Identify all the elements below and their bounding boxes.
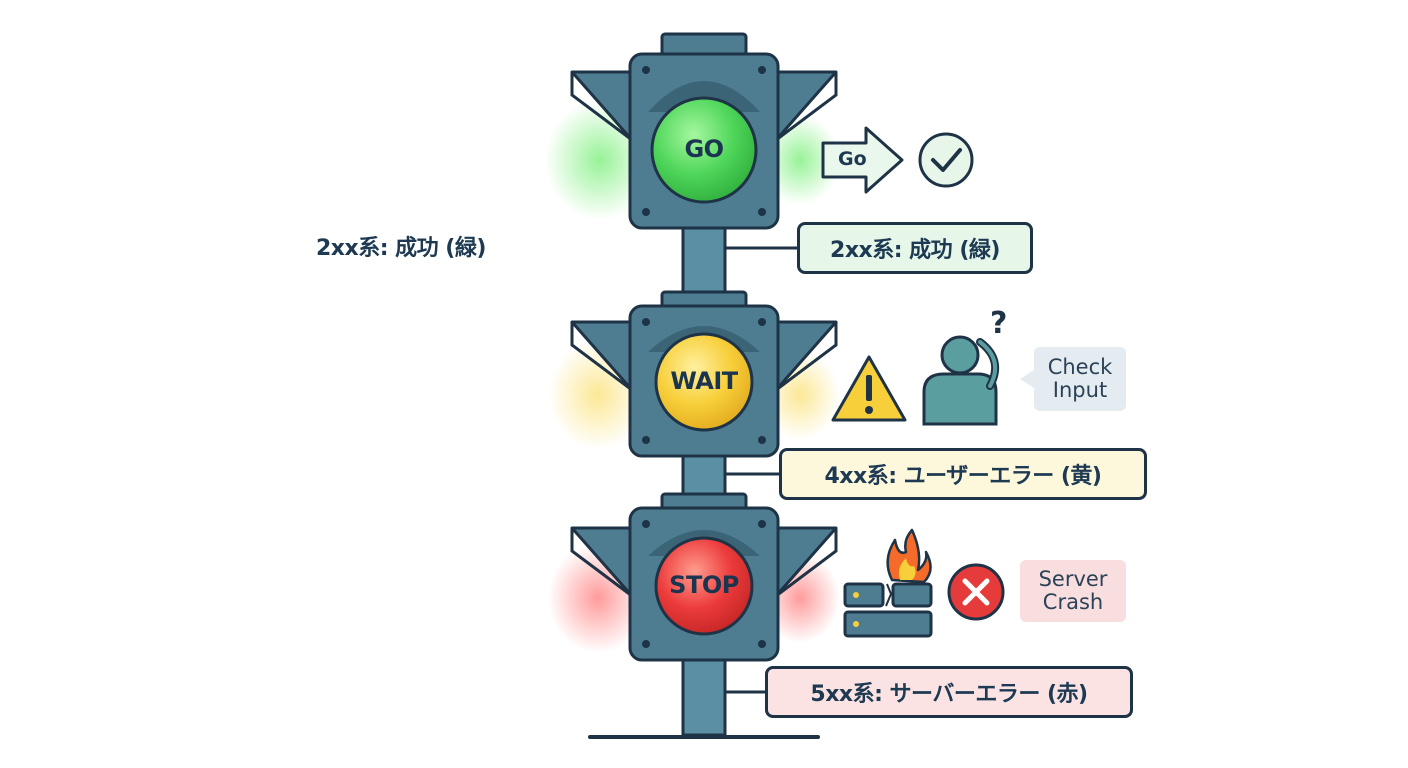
burning-server-icon xyxy=(843,528,933,638)
warning-triangle-icon xyxy=(831,355,907,422)
status-label-5xx: 5xx系: サーバーエラー (赤) xyxy=(765,666,1133,718)
check-input-line2: Input xyxy=(1052,378,1108,402)
lamp-label-go: GO xyxy=(684,135,724,163)
traffic-light-go xyxy=(570,32,838,230)
check-circle-icon xyxy=(918,132,974,188)
lamp-label-stop: STOP xyxy=(669,571,739,599)
lamp-label-wait: WAIT xyxy=(670,367,738,395)
check-input-tag: Check Input xyxy=(1034,347,1126,411)
server-crash-tag: Server Crash xyxy=(1020,560,1126,622)
side-label: 2xx系: 成功 (緑) xyxy=(316,236,486,261)
pole-segment xyxy=(681,224,727,300)
traffic-light-stop xyxy=(570,492,838,662)
server-crash-line1: Server xyxy=(1038,567,1108,591)
svg-text:?: ? xyxy=(990,306,1007,341)
go-arrow-icon xyxy=(821,126,904,194)
traffic-light-wait xyxy=(570,290,838,458)
go-arrow-label: Go xyxy=(838,148,867,170)
speech-tail xyxy=(1020,370,1034,388)
status-label-4xx: 4xx系: ユーザーエラー (黄) xyxy=(779,448,1147,500)
check-input-line1: Check xyxy=(1047,355,1113,379)
pole-segment xyxy=(681,653,727,737)
server-crash-line2: Crash xyxy=(1042,590,1104,614)
confused-person-icon: ? xyxy=(922,306,1007,426)
error-x-icon xyxy=(947,563,1005,621)
status-label-2xx: 2xx系: 成功 (緑) xyxy=(797,222,1033,274)
